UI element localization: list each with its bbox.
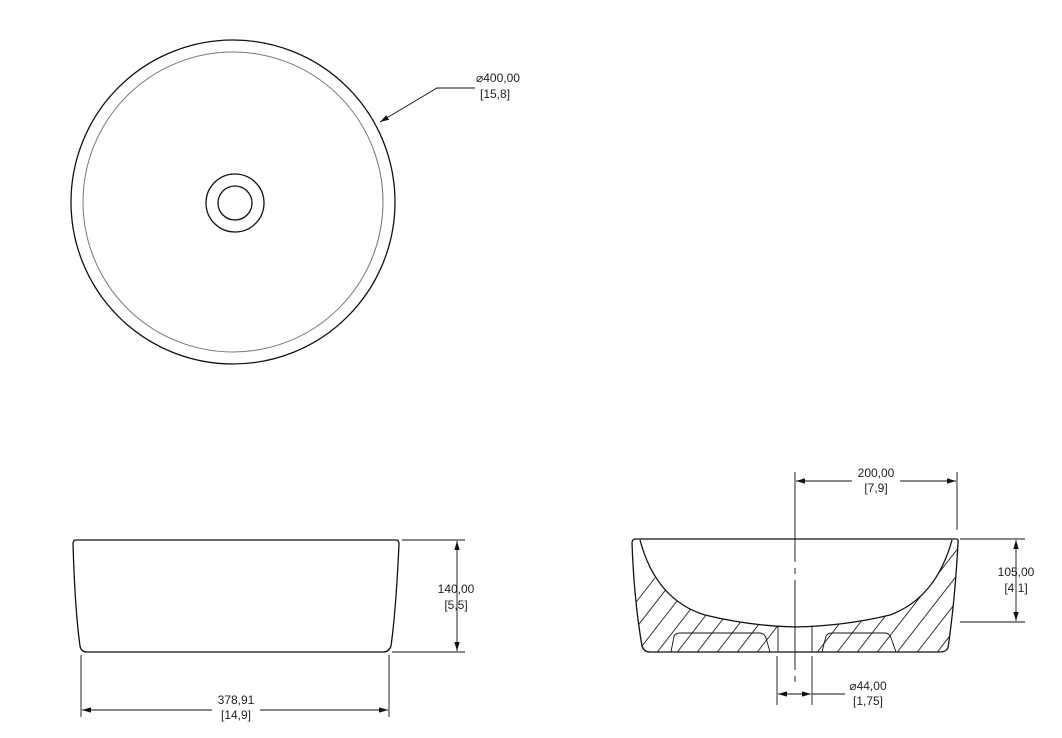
width-inch: [14,9] [221,708,251,722]
drain-label: ⌀44,00 [849,679,887,693]
diameter-label: ⌀400,00 [476,71,520,85]
depth-label: 105,00 [998,565,1035,579]
radius-inch: [7,9] [864,481,887,495]
radius-label: 200,00 [858,466,895,480]
depth-inch: [4,1] [1004,581,1027,595]
basin-inner-rim [82,51,384,353]
side-view: 140,00 [5,5] 378,91 [14,9] [72,539,475,722]
top-view: ⌀400,00 [15,8] [70,39,520,365]
drain-outer [205,173,265,233]
diameter-inch: [15,8] [480,87,510,101]
basin-side-outline [72,539,400,653]
height-label: 140,00 [438,582,475,596]
basin-outer-rim [70,39,396,365]
section-outline [631,538,959,653]
diameter-leader [379,87,475,123]
width-label: 378,91 [218,693,255,707]
section-view: 200,00 [7,9] 105,00 [4,1] ⌀44,00 [1,75] [631,466,1035,708]
drain-inch: [1,75] [853,694,883,708]
drain-inner [217,185,253,221]
height-inch: [5,5] [444,598,467,612]
